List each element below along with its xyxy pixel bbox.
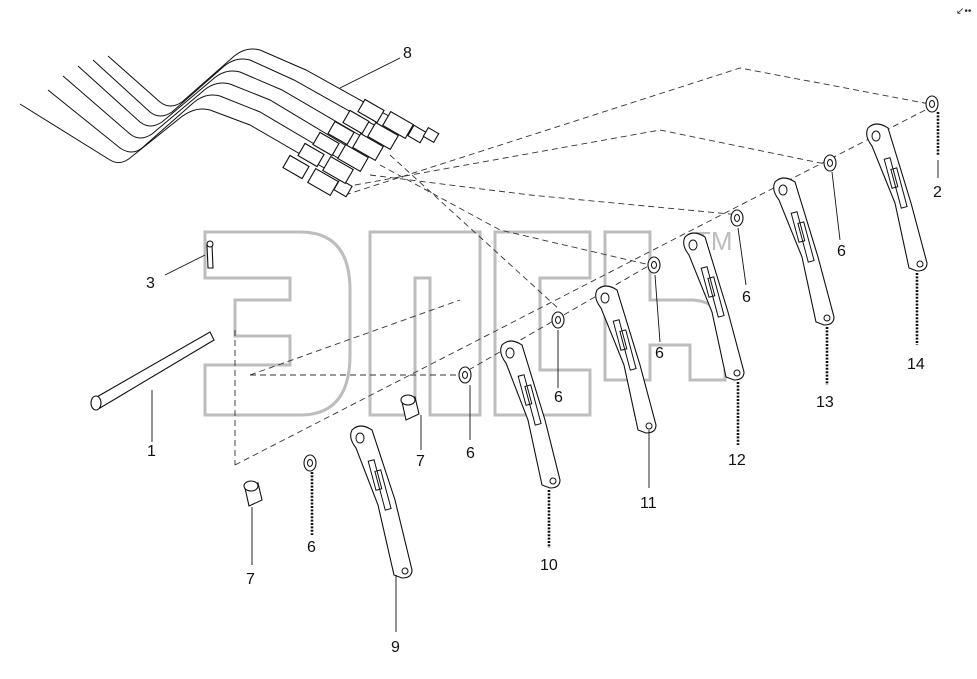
watermark-logo: TM	[203, 226, 733, 417]
callout-6-f: 6	[837, 243, 846, 260]
part-9-lever	[350, 425, 413, 579]
part-6-washers	[303, 95, 939, 472]
callout-12: 12	[728, 452, 746, 469]
callout-9: 9	[391, 639, 400, 656]
part-3-cotter-pin	[206, 240, 214, 269]
corner-mark: ↙••	[956, 6, 972, 17]
callout-14: 14	[907, 356, 925, 373]
part-13-lever	[773, 177, 835, 326]
callout-13: 13	[816, 394, 834, 411]
callout-6-e: 6	[742, 289, 751, 306]
callout-labels: 1 2 3 8 6 6 6 6 6 6 7 7 9 10 11 12 13 14	[146, 45, 942, 656]
callout-2: 2	[933, 184, 942, 201]
callout-6-c: 6	[554, 389, 563, 406]
assembly-lines	[234, 67, 936, 466]
callout-10: 10	[540, 557, 558, 574]
part-7-bushings	[243, 394, 420, 507]
callout-6-b: 6	[466, 445, 475, 462]
callout-11: 11	[640, 495, 657, 512]
cable-fittings	[282, 98, 440, 198]
part-11-lever	[595, 285, 657, 434]
part-8-cable-assembly	[19, 48, 440, 198]
callout-1: 1	[147, 443, 156, 460]
leader-lines	[151, 57, 939, 632]
part-10-lever	[500, 340, 561, 489]
part-14-lever	[866, 123, 928, 272]
callout-7-a: 7	[246, 571, 255, 588]
callout-6-a: 6	[307, 539, 316, 556]
callout-8: 8	[403, 45, 412, 62]
callout-7-b: 7	[416, 453, 425, 470]
lever-bolts	[310, 273, 919, 548]
part-12-lever	[683, 232, 745, 381]
callout-6-d: 6	[655, 345, 664, 362]
callout-3: 3	[146, 275, 155, 292]
part-1-pin	[90, 331, 215, 411]
